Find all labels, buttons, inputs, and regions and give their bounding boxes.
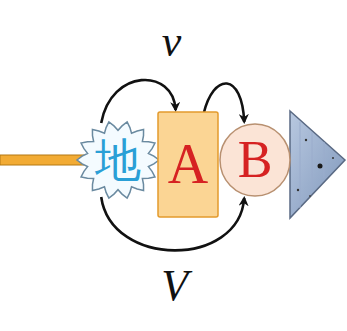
bullet-spot xyxy=(309,195,311,197)
bullet-stripe xyxy=(312,132,313,188)
node-letter: 地 xyxy=(95,135,141,186)
node-shape xyxy=(77,122,159,198)
bullet-stripe xyxy=(300,122,301,208)
node-shape xyxy=(158,112,218,217)
bullet-triangle xyxy=(290,111,345,218)
velocity-label: v xyxy=(160,20,184,64)
bullet-stripe xyxy=(324,142,325,178)
velocity-label: V xyxy=(159,264,190,308)
circle-node: B xyxy=(219,123,291,197)
bullet-spot xyxy=(297,189,299,191)
burst-node: 地 xyxy=(76,120,160,200)
bullet-spot xyxy=(305,139,307,141)
node-shape xyxy=(220,124,290,196)
process-box: A xyxy=(157,111,219,218)
bullet-spot xyxy=(318,164,323,169)
node-letter: A xyxy=(168,134,208,196)
stick xyxy=(0,155,84,165)
bullet-spot xyxy=(332,157,334,159)
node-letter: B xyxy=(238,131,273,188)
